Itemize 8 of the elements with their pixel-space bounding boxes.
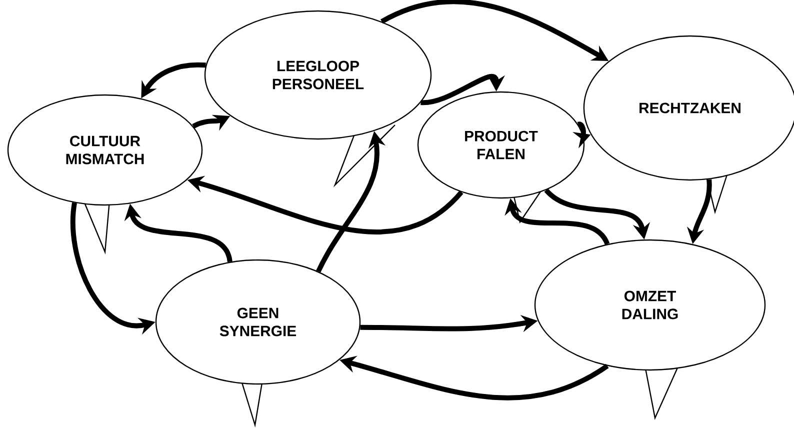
speech-bubble: PRODUCT FALEN bbox=[417, 91, 585, 224]
speech-bubble: LEEGLOOP PERSONEEL bbox=[204, 10, 432, 188]
speech-bubble: CULTUUR MISMATCH bbox=[7, 94, 203, 254]
speech-bubble: RECHTZAKEN bbox=[583, 35, 794, 214]
speech-bubble: OMZET DALING bbox=[534, 239, 766, 420]
speech-bubble: GEEN SYNERGIE bbox=[155, 259, 361, 428]
arrow bbox=[420, 74, 506, 106]
node-label: RECHTZAKEN bbox=[640, 102, 740, 114]
